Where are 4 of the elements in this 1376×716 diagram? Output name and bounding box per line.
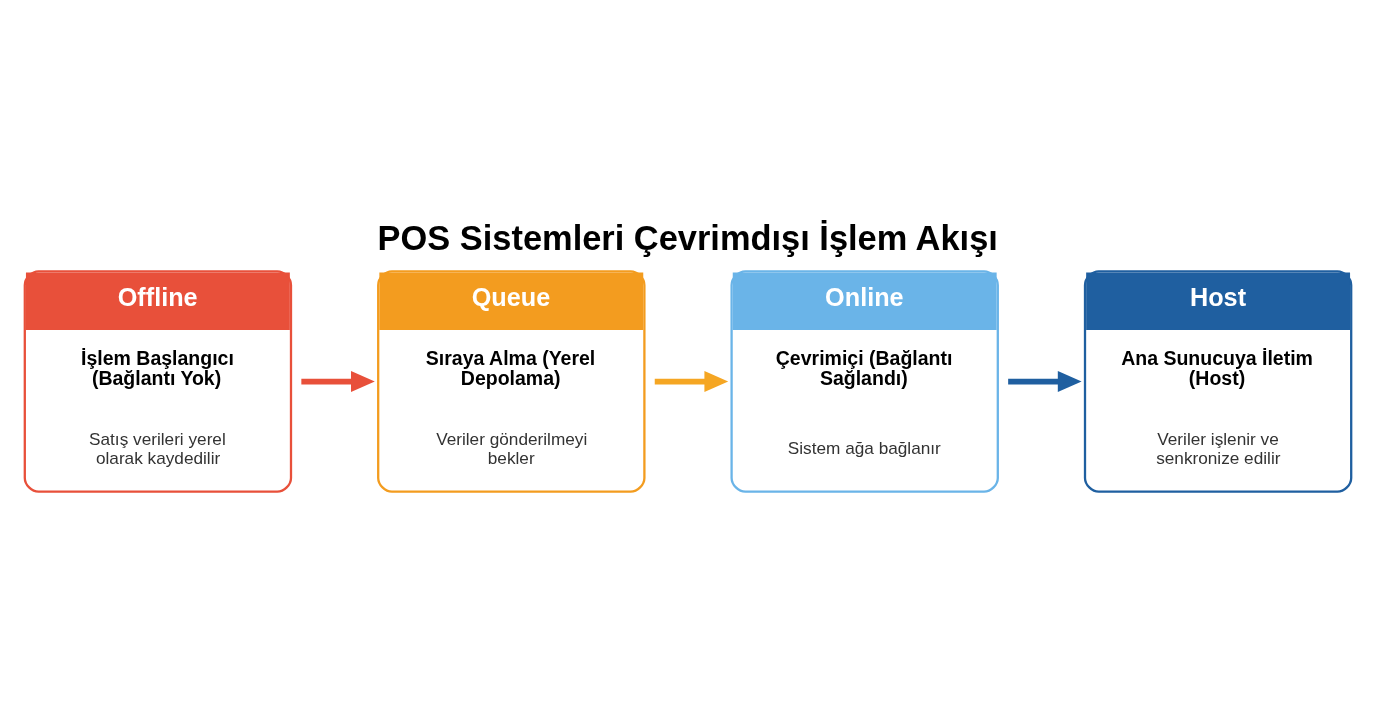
arrow: [1008, 371, 1082, 392]
arrow: [654, 371, 729, 392]
diagram-title: POS Sistemleri Çevrimdışı İşlem Akışı: [377, 218, 998, 257]
arrow: [301, 371, 375, 392]
